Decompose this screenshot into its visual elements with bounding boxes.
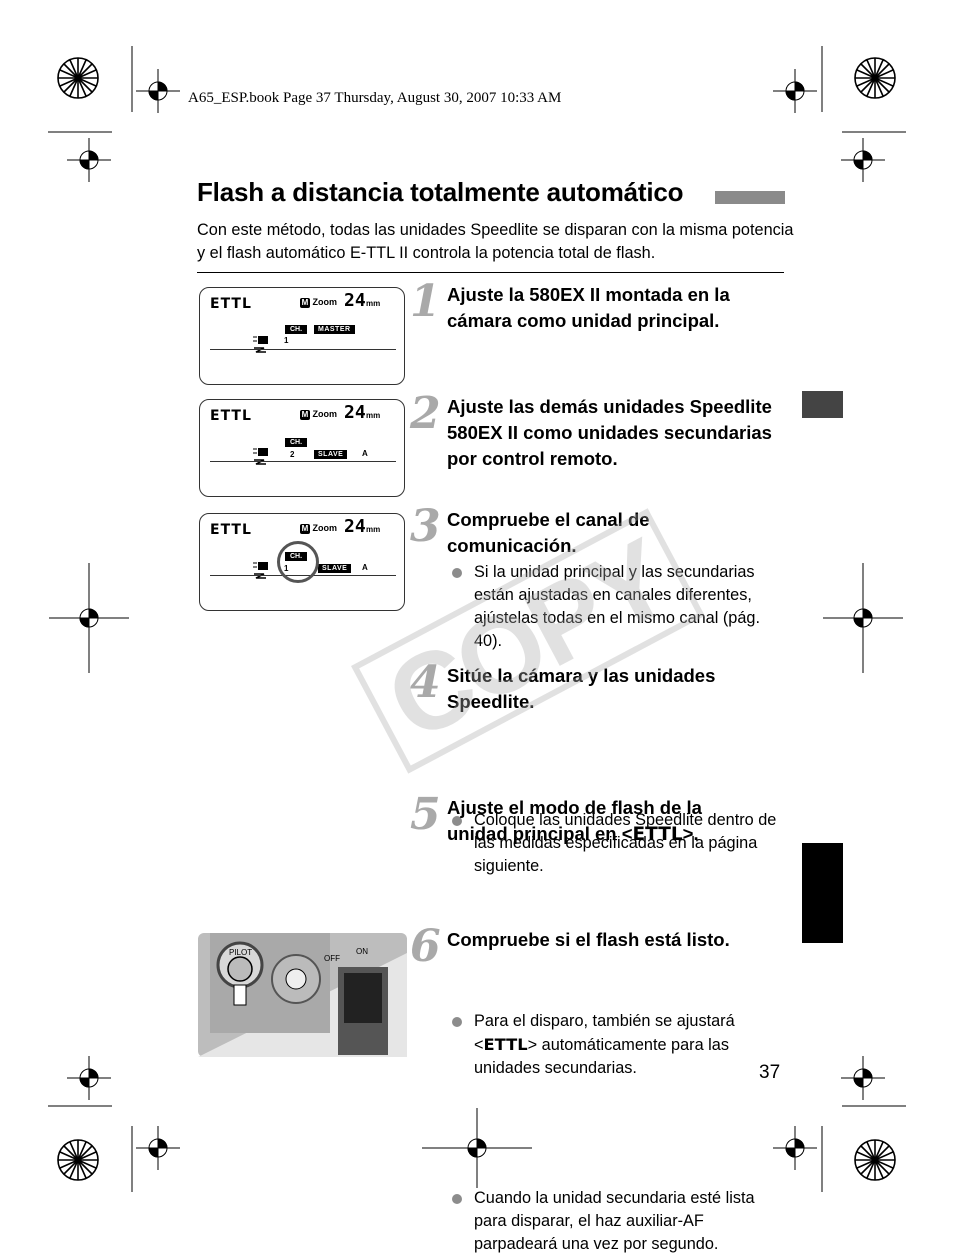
step-1-number: 1 <box>410 276 441 327</box>
lcd-group: A <box>362 563 368 572</box>
step-5-number: 5 <box>410 789 441 840</box>
step-2-number: 2 <box>410 388 441 439</box>
lcd-unit: mm <box>366 525 381 534</box>
page-title: Flash a distancia totalmente automático <box>197 177 684 207</box>
lcd-mode: ETTL <box>210 296 252 312</box>
flash-unit-photo: PILOT ON OFF <box>198 933 407 1057</box>
step-1-title: Ajuste la 580EX II montada en la cámara … <box>447 284 730 331</box>
lcd-channel: 1 <box>284 336 289 345</box>
lcd-channel-label: CH. <box>285 438 308 447</box>
step-3-bullet: Si la unidad principal y las secundarias… <box>448 561 784 653</box>
chapter-tab <box>802 391 843 418</box>
lcd-focal: 24 <box>344 516 366 537</box>
lcd-focal: 24 <box>344 402 366 423</box>
step-5-title: Ajuste el modo de flash de la unidad pri… <box>447 797 702 845</box>
photo-pilot-label: PILOT <box>229 948 252 957</box>
step-4-bullet: Coloque las unidades Speedlite dentro de… <box>448 809 784 878</box>
step-4-number: 4 <box>410 657 441 708</box>
lcd-role: MASTER <box>314 325 355 334</box>
title-bar-decoration <box>715 191 785 204</box>
lcd-role: SLAVE <box>314 450 348 459</box>
lcd-channel-label: CH. <box>285 325 308 334</box>
photo-on-label: ON <box>356 947 368 956</box>
lcd-mode: ETTL <box>210 408 252 424</box>
lcd-mode: ETTL <box>210 522 252 538</box>
lcd-focal: 24 <box>344 290 366 311</box>
lcd-panel-slave: ETTL M Zoom 24 mm CH. 2 SLAVE A <box>199 399 405 497</box>
step-4-title: Sitúe la cámara y las unidades Speedlite… <box>447 665 716 712</box>
lcd-zoom: M Zoom <box>300 409 338 420</box>
step-6-number: 6 <box>410 921 441 972</box>
wireless-icon <box>253 336 268 353</box>
lcd-panel-master: ETTL M Zoom 24 mm CH. MASTER 1 <box>199 287 405 385</box>
lcd-zoom: M Zoom <box>300 523 338 534</box>
lcd-panel-slave-channel: ETTL M Zoom 24 mm CH. 1 SLAVE A <box>199 513 405 611</box>
print-header: A65_ESP.book Page 37 Thursday, August 30… <box>188 90 562 106</box>
page-number: 37 <box>759 1062 781 1083</box>
step-3-title: Compruebe el canal de comunicación. <box>447 509 650 556</box>
photo-off-label: OFF <box>324 954 340 963</box>
step-6-title: Compruebe si el flash está listo. <box>447 929 730 950</box>
divider <box>197 272 784 273</box>
lcd-unit: mm <box>366 299 381 308</box>
highlight-circle <box>277 541 319 583</box>
intro-paragraph: Con este método, todas las unidades Spee… <box>197 221 794 262</box>
lcd-channel: 2 <box>290 450 295 459</box>
wireless-icon <box>253 448 268 465</box>
lcd-divider <box>210 461 396 462</box>
step-2-title: Ajuste las demás unidades Speedlite 580E… <box>447 396 772 469</box>
lcd-divider <box>210 349 396 350</box>
lcd-unit: mm <box>366 411 381 420</box>
lcd-group: A <box>362 449 368 458</box>
lcd-zoom: M Zoom <box>300 297 338 308</box>
step-3-number: 3 <box>410 501 441 552</box>
lcd-role: SLAVE <box>318 564 352 573</box>
step-6-bullet: Cuando la unidad secundaria esté lista p… <box>448 1187 784 1256</box>
step-5-bullet: Para el disparo, también se ajustará <ET… <box>448 1010 784 1080</box>
section-tab <box>802 843 843 943</box>
wireless-icon <box>253 562 268 579</box>
